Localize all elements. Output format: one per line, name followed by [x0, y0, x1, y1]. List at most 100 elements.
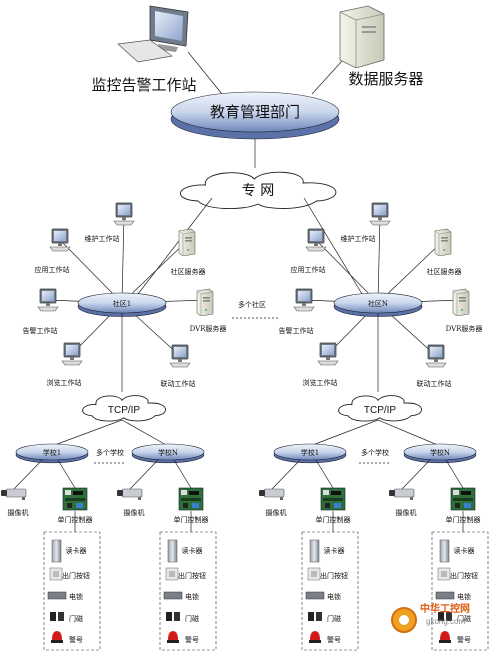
link-school-camera	[13, 459, 43, 490]
link-school-camera	[401, 459, 431, 490]
camera-label: 摄像机	[8, 508, 29, 517]
tcpip-cloud-2-label: TCP/IP	[364, 405, 397, 416]
education-dept-hub-top	[170, 91, 340, 133]
exit-button-label: 出门按钮	[178, 571, 206, 580]
school-hub-top	[273, 443, 347, 461]
application-workstation-icon	[305, 228, 327, 252]
door-magnet-icon	[50, 612, 56, 621]
tcpip-cloud-2-shape	[338, 395, 422, 422]
school-hub: 学校1	[15, 443, 89, 464]
link-school-controller	[173, 459, 192, 489]
school-hub-label: 学校1	[43, 448, 61, 457]
link-network-community-n	[303, 197, 363, 295]
door-magnet-icon	[308, 612, 314, 621]
community-application-label: 应用工作站	[35, 265, 70, 274]
community-linkage-label: 联动工作站	[417, 379, 452, 388]
community-server-label: 社区服务器	[171, 267, 206, 276]
community-hub-2-label: 社区N	[368, 299, 388, 308]
link-tcpip-school	[121, 419, 169, 447]
community-maintenance-label: 维护工作站	[85, 234, 120, 243]
link-community-server	[377, 239, 445, 304]
school-hub: 学校N	[403, 443, 477, 464]
server-top-edge	[355, 13, 385, 21]
link-school-controller	[445, 459, 464, 489]
browse-workstation-icon	[317, 342, 339, 366]
community-hub-2: 社区N	[333, 292, 423, 317]
link-network-community-1	[137, 197, 213, 295]
alarm-siren-icon	[309, 631, 321, 643]
school-hub-label: 学校1	[301, 448, 319, 457]
exit-button-label: 出门按钮	[320, 571, 348, 580]
private-network-cloud-label: 专 网	[242, 183, 274, 199]
school-hub-label: 学校N	[430, 448, 450, 457]
link-community-maintenance	[377, 213, 381, 304]
exit-button-face	[169, 571, 175, 577]
exit-button-label: 出门按钮	[62, 571, 90, 580]
server-slot	[362, 26, 376, 28]
door-controller-icon	[178, 487, 204, 511]
link-school-controller	[315, 459, 334, 489]
school-hub: 学校N	[131, 443, 205, 464]
community-browse-label: 浏览工作站	[47, 378, 82, 387]
lock-label: 电锁	[457, 592, 471, 601]
linkage-workstation-icon	[169, 344, 191, 368]
private-network-cloud-shape	[179, 171, 337, 210]
multi-community-label: 多个社区	[238, 300, 266, 309]
multi-school-label: 多个学校	[96, 448, 124, 457]
community-server-label: 社区服务器	[427, 267, 462, 276]
tcpip-cloud-2: TCP/IP	[338, 395, 422, 422]
magnet-label: 门磁	[457, 614, 471, 623]
monitor-workstation-icon	[117, 5, 189, 63]
camera-icon	[388, 488, 415, 500]
door-magnet-icon-2	[316, 612, 322, 621]
alarm-workstation-icon	[37, 288, 59, 312]
dvr-server-icon	[452, 288, 470, 316]
data-server-label: 数据服务器	[348, 70, 423, 88]
camera-label: 摄像机	[124, 508, 145, 517]
school-hub-label: 学校N	[158, 448, 178, 457]
reader-label: 读卡器	[182, 546, 203, 555]
card-reader-icon	[439, 539, 450, 563]
maintenance-workstation-icon	[113, 202, 135, 226]
link-community-application	[315, 239, 379, 304]
electric-lock-icon	[163, 591, 183, 600]
reader-label: 读卡器	[454, 546, 475, 555]
door-controller-icon	[450, 487, 476, 511]
watermark-brand: 中华工控网	[420, 602, 470, 615]
exit-button-label: 出门按钮	[450, 571, 478, 580]
alarm-label: 警号	[327, 635, 341, 644]
alarm-siren-icon	[439, 631, 451, 643]
reader-label: 读卡器	[66, 546, 87, 555]
community-hub-1: 社区1	[77, 292, 167, 317]
education-dept-hub: 教育管理部门	[170, 91, 340, 140]
link-school-controller	[57, 459, 76, 489]
school-hub: 学校1	[273, 443, 347, 464]
alarm-label: 警号	[69, 635, 83, 644]
alarm-label: 警号	[457, 635, 471, 644]
link-tcpip-school	[51, 419, 123, 447]
community-linkage-label: 联动工作站	[161, 379, 196, 388]
exit-button-face	[441, 571, 447, 577]
dvr-server-icon	[196, 288, 214, 316]
alarm-siren-icon	[167, 631, 179, 643]
camera-icon	[258, 488, 285, 500]
electric-lock-icon	[435, 591, 455, 600]
community-hub-1-label: 社区1	[113, 299, 131, 308]
door-controller-icon	[320, 487, 346, 511]
link-school-camera	[271, 459, 301, 490]
link-community-maintenance	[121, 213, 125, 304]
browse-workstation-icon	[61, 342, 83, 366]
community-maintenance-label: 维护工作站	[341, 234, 376, 243]
link-tcpip-school	[377, 419, 441, 447]
card-reader-icon	[167, 539, 178, 563]
tcpip-cloud-1-shape	[82, 395, 166, 422]
alarm-workstation-icon	[293, 288, 315, 312]
lock-label: 电锁	[185, 592, 199, 601]
camera-label: 摄像机	[396, 508, 417, 517]
camera-icon	[116, 488, 143, 500]
magnet-label: 门磁	[69, 614, 83, 623]
reader-label: 读卡器	[324, 546, 345, 555]
multi-school-label: 多个学校	[361, 448, 389, 457]
community-dvr-label: DVR服务器	[190, 324, 227, 333]
device-group-box	[43, 531, 101, 651]
